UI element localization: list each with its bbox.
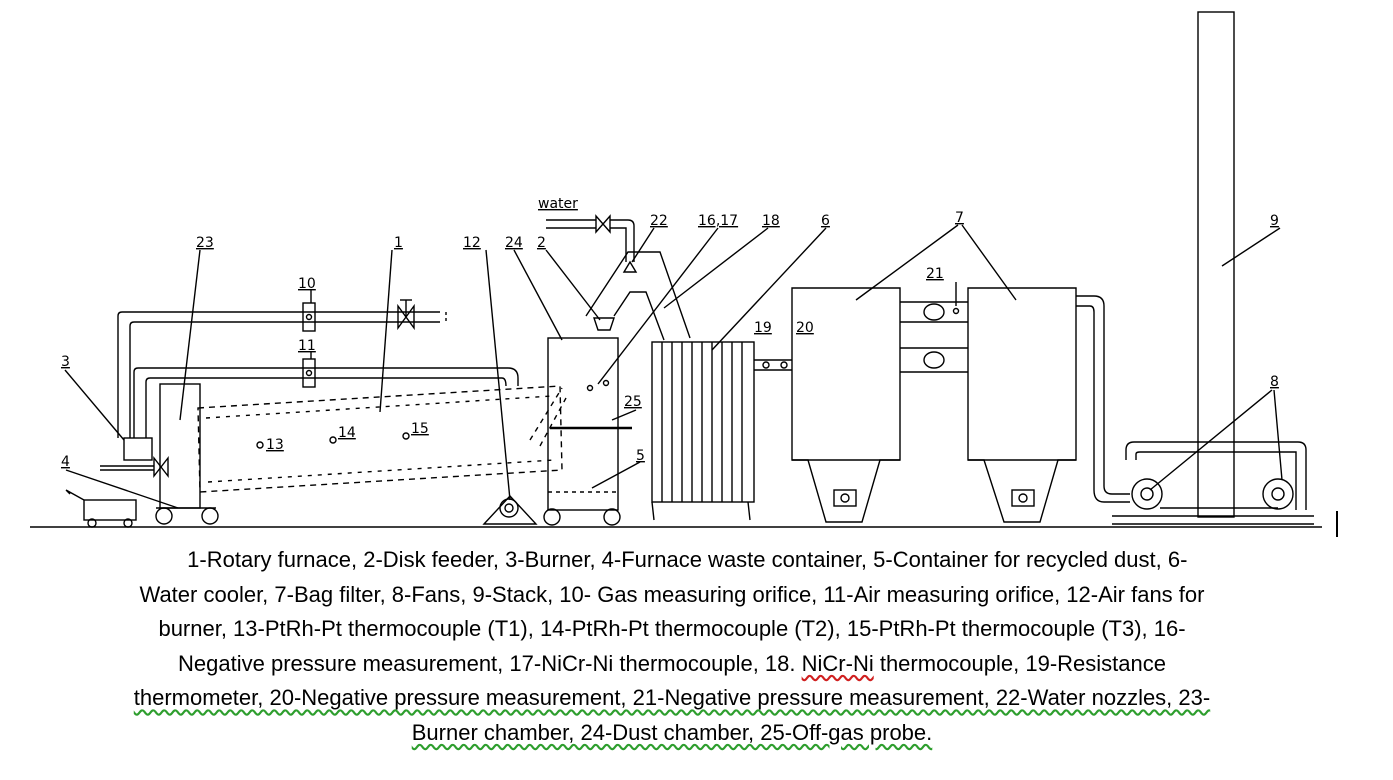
bag-filter-right [967,287,1077,523]
caption-text-4a: Negative pressure measurement, 17-NiCr-N… [178,650,802,676]
label-15: 15 [411,421,429,437]
water-nozzle [622,260,638,273]
caption-line-3: burner, 13-PtRh-Pt thermocouple (T1), 14… [158,616,1186,641]
label-3: 3 [61,354,70,370]
label-14: 14 [338,425,356,441]
gas-orifice [302,302,316,332]
caption-line-1: 1-Rotary furnace, 2-Disk feeder, 3-Burne… [22,543,1322,578]
label-22: 22 [650,213,668,229]
fan-right [1262,478,1294,510]
gas-valve [397,303,415,331]
label-23: 23 [196,235,214,251]
water-pipe [546,219,596,229]
label-5: 5 [636,448,645,464]
burner-chamber [159,383,201,509]
label-1: 1 [394,235,403,251]
label-24: 24 [505,235,523,251]
label-7: 7 [955,210,964,226]
caption-line-2: Water cooler, 7-Bag filter, 8-Fans, 9-St… [139,581,1205,607]
label-18: 18 [762,213,780,229]
label-20: 20 [796,320,814,336]
label-6: 6 [821,213,830,229]
label-12: 12 [463,235,481,251]
label-4: 4 [61,454,70,470]
caption-line-4: Negative pressure measurement, 17-NiCr-N… [22,647,1322,682]
text-cursor [1336,511,1338,537]
label-13: 13 [266,437,284,453]
process-flow-diagram: water 1 2 3 4 5 6 7 8 9 10 11 12 13 14 1… [30,11,1322,528]
diagram-caption: 1-Rotary furnace, 2-Disk feeder, 3-Burne… [22,543,1322,750]
label-water: water [538,196,578,212]
dust-chamber [547,337,619,511]
caption-line-6: Burner chamber, 24-Dust chamber, 25-Off-… [22,716,1322,751]
gas-pipe [117,311,440,438]
burner [123,437,153,461]
caption-text-1: 1-Rotary furnace, 2-Disk feeder, 3-Burne… [187,547,1188,572]
water-cooler [651,341,755,503]
label-9: 9 [1270,213,1279,229]
caption-text-5: thermometer, 20-Negative pressure measur… [133,685,1211,710]
label-10: 10 [298,276,316,292]
furnace-waste-container [83,499,137,521]
label-19: 19 [754,320,772,336]
label-21: 21 [926,266,944,282]
disk-feeder [593,317,615,331]
caption-text-4c: thermocouple, 19-Resistance [873,650,1166,676]
label-2: 2 [537,235,546,251]
caption-text-6: Burner chamber, 24-Dust chamber, 25-Off-… [411,719,933,745]
caption-text-4b: NiCr-Ni [801,650,874,676]
label-8: 8 [1270,374,1279,390]
fan-left [1131,478,1163,510]
air-fan [482,494,538,525]
label-25: 25 [624,394,642,410]
label-16-17: 16,17 [698,213,738,229]
air-orifice [302,358,316,388]
label-11: 11 [298,338,316,354]
air-pipe [133,367,519,438]
stack [1197,11,1235,518]
caption-line-5: thermometer, 20-Negative pressure measur… [22,681,1322,716]
rotary-furnace [197,385,563,493]
